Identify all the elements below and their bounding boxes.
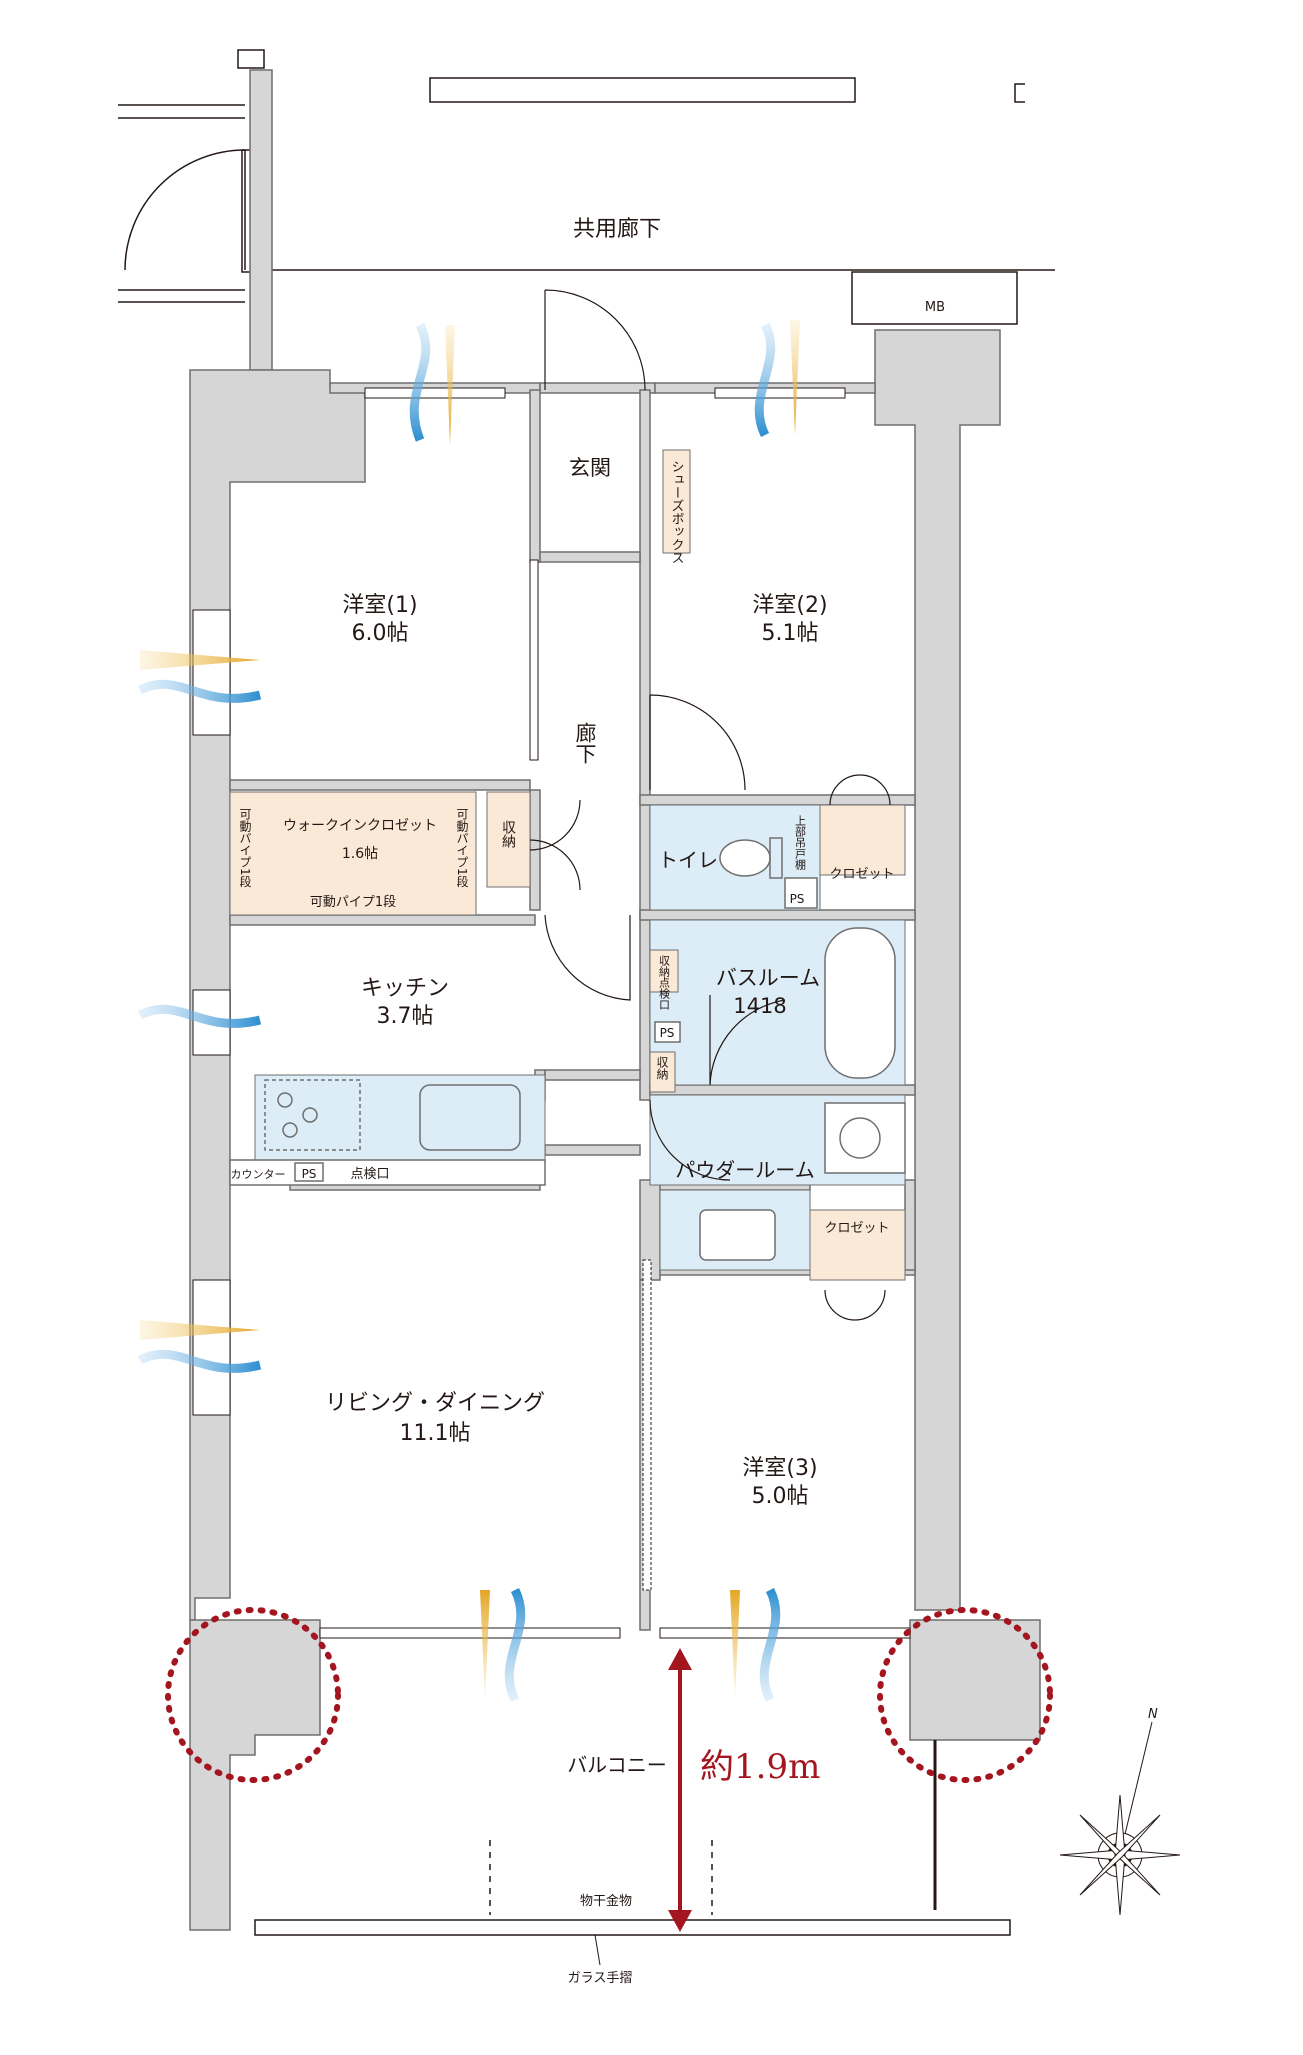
- balcony-label: バルコニー: [567, 1753, 667, 1777]
- balcony-depth-label: 約1.9m: [700, 1747, 820, 1787]
- western-room-1-name: 洋室(1): [342, 593, 417, 618]
- kitchen-size: 3.7帖: [377, 1004, 434, 1029]
- inspection-label: 点検口: [350, 1167, 389, 1182]
- mb-label: MB: [925, 300, 945, 315]
- western-room-3-name: 洋室(3): [742, 1456, 817, 1481]
- storage-inspection-zone: [649, 949, 679, 993]
- shoe-box-label: シューズボックス: [669, 460, 684, 564]
- storage-inspection-label: 収納点検口: [658, 955, 671, 1010]
- bathroom-size: 1418: [733, 994, 786, 1018]
- ps-label-1: PS: [790, 892, 805, 906]
- left-column-top: [249, 69, 273, 371]
- ventilation-arrows: [137, 320, 800, 1703]
- compass-rose: [1059, 1721, 1181, 1916]
- hallway-label: 廊下: [573, 722, 597, 764]
- balcony: [254, 1740, 1011, 1966]
- western-room-2-size: 5.1帖: [762, 621, 819, 646]
- kitchen-counter-zone: [254, 1074, 546, 1161]
- storage-label-2: 収納: [655, 1056, 669, 1080]
- shoe-box: シューズボックス: [662, 449, 691, 564]
- kitchen-name: キッチン: [361, 976, 449, 1001]
- western-room-3-size: 5.0帖: [752, 1484, 809, 1509]
- labels: 共用廊下 玄関 シューズボックス 廊下 洋室(1) 6.0帖 洋室(2) 5.1…: [231, 217, 895, 1986]
- closet-zone-2: [809, 1209, 906, 1281]
- living-dining-size: 11.1帖: [400, 1421, 471, 1446]
- western-room-2-name: 洋室(2): [752, 593, 827, 618]
- ps-label-2: PS: [302, 1167, 317, 1181]
- toilet-label: トイレ: [658, 848, 718, 872]
- wet-fixtures: [654, 837, 906, 1261]
- entrance-label: 玄関: [569, 456, 611, 480]
- living-dining-name: リビング・ダイニング: [325, 1391, 545, 1416]
- glass-railing-label: ガラス手摺: [568, 1971, 633, 1986]
- walkin-closet-size: 1.6帖: [342, 846, 378, 862]
- common-corridor-label: 共用廊下: [573, 217, 661, 242]
- powder-room-label: パウダールーム: [675, 1158, 814, 1182]
- movable-pipe-bottom-label: 可動パイプ1段: [310, 895, 396, 910]
- storage-zone-2: [649, 1051, 676, 1093]
- ps-label-3: PS: [660, 1026, 675, 1040]
- closet-label-1: クロゼット: [829, 867, 894, 882]
- walkin-closet-zone: [229, 791, 477, 916]
- highlight-circle-left: [165, 1607, 341, 1783]
- mb-box: MB: [851, 271, 1018, 325]
- dryer-hardware-label: 物干金物: [580, 1893, 632, 1909]
- western-room-1-size: 6.0帖: [352, 621, 409, 646]
- movable-pipe-left-label: 可動パイプ1段: [238, 808, 252, 888]
- highlight-circles: [165, 1607, 1053, 1783]
- kitchen-fixtures: [229, 1079, 546, 1186]
- storage-label-1: 収納: [500, 820, 516, 849]
- highlight-circle-right: [877, 1607, 1053, 1783]
- bathroom-name: バスルーム: [716, 966, 820, 990]
- closet-zone-1: [819, 804, 906, 876]
- corridor-railing: [429, 77, 856, 103]
- dimension-arrow: [668, 1648, 692, 1932]
- doors: [529, 289, 891, 1321]
- compass-north-label: N: [1148, 1707, 1158, 1722]
- walkin-closet-name: ウォークインクロゼット: [283, 818, 437, 834]
- counter-label: カウンター: [231, 1168, 286, 1181]
- movable-pipe-right-label: 可動パイプ1段: [455, 808, 469, 888]
- closet-label-2: クロゼット: [824, 1221, 889, 1236]
- upper-shelf-label: 上部吊戸棚: [794, 815, 807, 871]
